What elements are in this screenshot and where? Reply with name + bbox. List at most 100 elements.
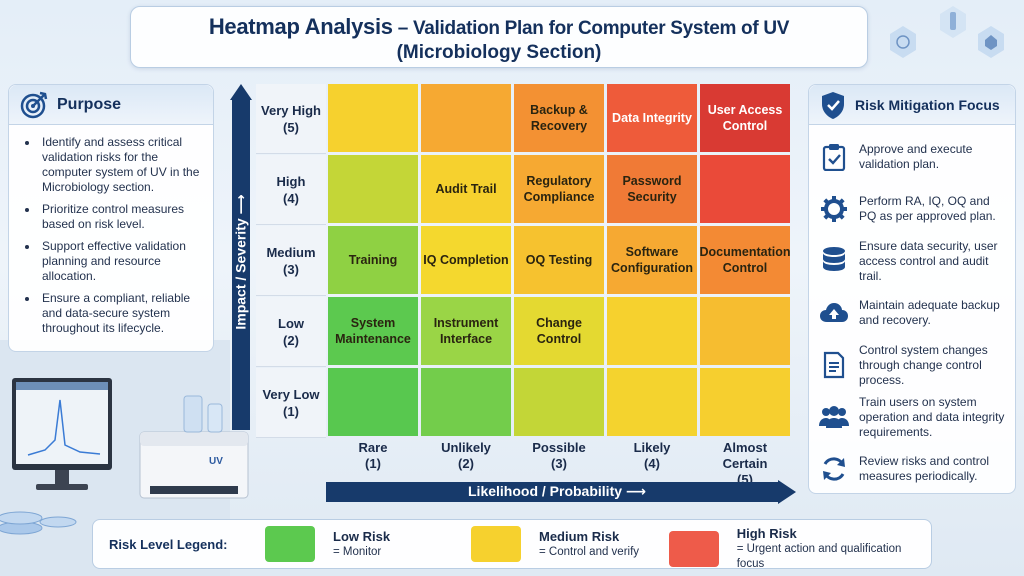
heatmap-cell: Regulatory Compliance	[514, 155, 604, 223]
heatmap-cell	[328, 368, 418, 436]
impact-label-low: Low(2)	[256, 297, 326, 367]
heatmap-cell	[700, 368, 790, 436]
x-axis-arrow	[326, 480, 796, 504]
legend-name: Low Risk	[333, 528, 391, 544]
title-main: Heatmap Analysis	[208, 14, 393, 39]
mitigation-header: Risk Mitigation Focus	[809, 85, 1015, 125]
heatmap-cell: IQ Completion	[421, 226, 511, 294]
heatmap-cell	[421, 368, 511, 436]
flask-illustration	[183, 395, 223, 433]
impact-score: (2)	[283, 332, 299, 348]
purpose-title: Purpose	[57, 95, 122, 113]
heatmap-cell: User Access Control	[700, 84, 790, 152]
title-line-2: (Microbiology Section)	[396, 42, 602, 63]
mitigation-list: Approve and execute validation plan. Per…	[809, 125, 1015, 495]
impact-label-medium: Medium(3)	[256, 226, 326, 296]
mitigation-text: Perform RA, IQ, OQ and PQ as per approve…	[859, 194, 996, 223]
document-icon	[823, 351, 845, 379]
y-axis-arrow	[230, 84, 252, 430]
heatmap-cell: Backup & Recovery	[514, 84, 604, 152]
likelihood-label: Almost Certain	[722, 440, 768, 471]
impact-score: (4)	[283, 190, 299, 206]
impact-label-very-high: Very High(5)	[256, 84, 326, 154]
mitigation-title: Risk Mitigation Focus	[855, 96, 1000, 113]
mitigation-text: Ensure data security, user access contro…	[859, 238, 998, 283]
y-axis-title: Impact / Severity ⟶	[232, 194, 249, 330]
purpose-list: Identify and assess critical validation …	[9, 125, 213, 336]
heatmap-cell: Password Security	[607, 155, 697, 223]
impact-label: Very High	[261, 102, 321, 118]
mitigation-item: Review risks and control measures period…	[817, 443, 1007, 495]
legend-item-medium: Medium Risk = Control and verify	[471, 526, 639, 562]
clipboard-check-icon	[822, 144, 846, 171]
mitigation-text: Approve and execute validation plan.	[859, 142, 973, 171]
database-icon	[823, 247, 845, 271]
heatmap-cell	[700, 155, 790, 223]
impact-label: High	[276, 173, 306, 189]
impact-score: (3)	[283, 261, 299, 277]
mitigation-item: Perform RA, IQ, OQ and PQ as per approve…	[817, 183, 1007, 235]
heatmap-cell: Change Control	[514, 297, 604, 365]
purpose-panel: Purpose Identify and assess critical val…	[8, 84, 214, 352]
refresh-icon	[823, 457, 845, 481]
mitigation-item: Ensure data security, user access contro…	[817, 235, 1007, 287]
heatmap-cell: Audit Trail	[421, 155, 511, 223]
heatmap-cell	[514, 368, 604, 436]
gear-icon	[821, 196, 847, 222]
likelihood-score: (2)	[458, 456, 474, 471]
likelihood-label-almost-certain: Almost Certain(5)	[700, 436, 790, 487]
likelihood-label: Unlikely	[441, 440, 491, 455]
impact-label: Very Low	[262, 386, 320, 402]
legend-swatch	[669, 531, 719, 567]
purpose-header: Purpose	[9, 85, 213, 125]
legend-swatch	[265, 526, 315, 562]
mitigation-text: Review risks and control measures period…	[859, 454, 990, 483]
purpose-item: Ensure a compliant, reliable and data-se…	[23, 291, 203, 336]
mitigation-item: Approve and execute validation plan.	[817, 131, 1007, 183]
title-banner: Heatmap Analysis – Validation Plan for C…	[130, 6, 868, 68]
impact-label-high: High(4)	[256, 155, 326, 225]
risk-legend: Risk Level Legend: Low Risk = Monitor Me…	[92, 519, 932, 572]
impact-label: Medium	[266, 244, 316, 260]
title-sub: – Validation Plan for Computer System of…	[392, 18, 790, 39]
legend-item-high: High Risk = Urgent action and qualificat…	[669, 526, 931, 572]
heatmap-cell	[607, 368, 697, 436]
mitigation-item: Train users on system operation and data…	[817, 391, 1007, 443]
legend-desc: = Urgent action and qualification focus	[736, 543, 902, 570]
heatmap-cell: System Maintenance	[328, 297, 418, 365]
mitigation-text: Control system changes through change co…	[859, 342, 988, 387]
impact-score: (5)	[283, 119, 299, 135]
likelihood-label: Rare	[358, 440, 388, 455]
likelihood-label-rare: Rare(1)	[328, 436, 418, 476]
likelihood-label: Likely	[633, 440, 671, 455]
legend-swatch	[471, 526, 521, 562]
monitor-illustration	[12, 378, 112, 490]
title-line-1: Heatmap Analysis – Validation Plan for C…	[131, 15, 867, 41]
heatmap-cell: Software Configuration	[607, 226, 697, 294]
impact-score: (1)	[283, 403, 299, 419]
mitigation-panel: Risk Mitigation Focus Approve and execut…	[808, 84, 1016, 494]
heatmap-cell	[607, 297, 697, 365]
legend-desc: = Control and verify	[539, 545, 640, 558]
legend-name: High Risk	[736, 526, 797, 541]
users-icon	[819, 406, 849, 428]
cloud-upload-icon	[820, 303, 848, 322]
petri-dish-illustration	[0, 511, 77, 535]
purpose-item: Prioritize control measures based on ris…	[23, 202, 203, 232]
heatmap-cell: Data Integrity	[607, 84, 697, 152]
mitigation-item: Control system changes through change co…	[817, 339, 1007, 391]
heatmap-cell: Instrument Interface	[421, 297, 511, 365]
legend-name: Medium Risk	[539, 528, 620, 544]
likelihood-score: (1)	[365, 456, 381, 471]
heatmap-cell	[421, 84, 511, 152]
target-icon	[20, 91, 48, 118]
likelihood-score: (3)	[551, 456, 567, 471]
legend-desc: = Monitor	[333, 545, 382, 558]
legend-item-low: Low Risk = Monitor	[265, 526, 390, 562]
likelihood-label: Possible	[532, 440, 586, 455]
heatmap-cell: Training	[328, 226, 418, 294]
mitigation-text: Maintain adequate backup and recovery.	[859, 298, 1000, 327]
mitigation-text: Train users on system operation and data…	[859, 394, 1005, 439]
